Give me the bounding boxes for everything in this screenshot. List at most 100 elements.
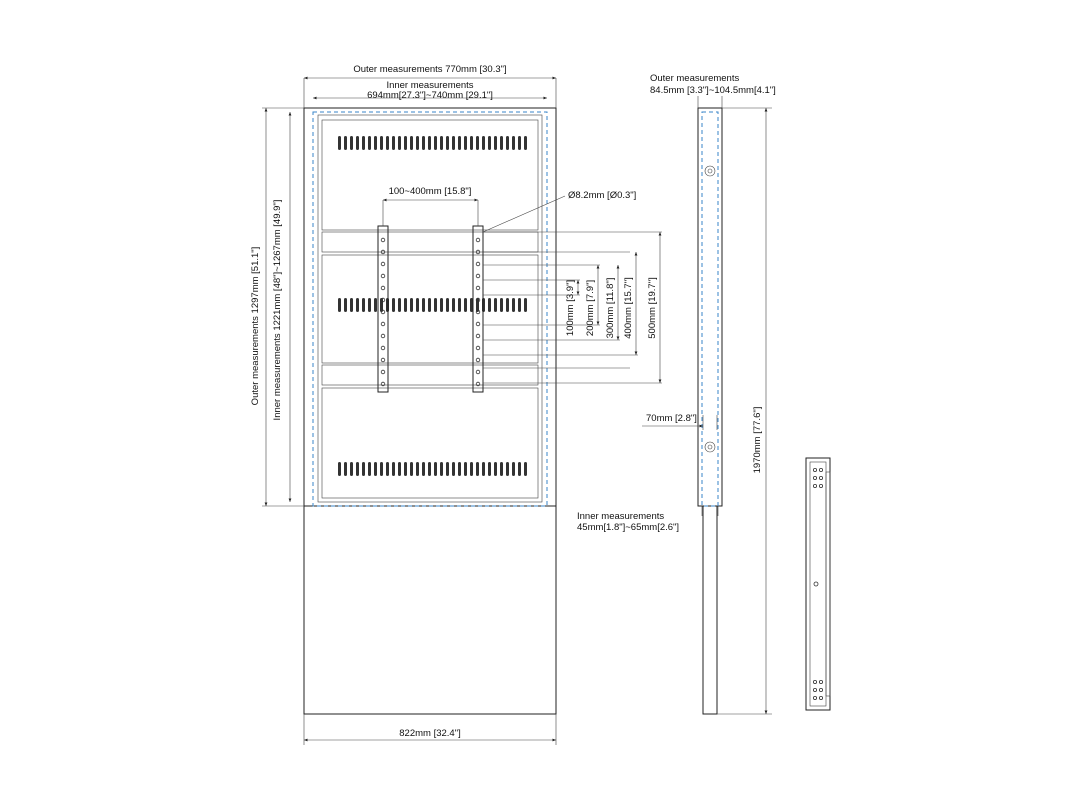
- vent-slot: [470, 136, 473, 150]
- vesa-300-label: 300mm [11.8"]: [605, 278, 616, 339]
- vent-slot: [422, 462, 425, 476]
- vent-slot: [512, 298, 515, 312]
- front-pedestal: [303, 505, 557, 715]
- side-70-label: 70mm [2.8"]: [646, 413, 697, 424]
- arm-hole: [475, 237, 481, 243]
- bracket-hole: [819, 483, 824, 488]
- vent-slot: [350, 136, 353, 150]
- vesa-500-label: 500mm [19.7"]: [647, 277, 658, 338]
- arm-hole: [380, 369, 386, 375]
- bracket-hole: [819, 680, 824, 685]
- vent-slot: [398, 136, 401, 150]
- front-inner-dashed-outline: [312, 111, 548, 507]
- vent-slot: [356, 136, 359, 150]
- vent-slot: [524, 298, 527, 312]
- vent-slot: [410, 462, 413, 476]
- bracket-hole: [819, 696, 824, 701]
- front-rail-bottom: [321, 364, 539, 386]
- vent-slot: [368, 462, 371, 476]
- vesa-100-label: 100mm [3.9"]: [565, 280, 576, 336]
- side-knob-bottom: [704, 441, 716, 453]
- vent-slot: [356, 298, 359, 312]
- side-outer-value: 84.5mm [3.3"]~104.5mm[4.1"]: [650, 85, 776, 96]
- vent-slot: [338, 136, 341, 150]
- vent-slot: [362, 298, 365, 312]
- vent-slot: [392, 298, 395, 312]
- vent-slot: [494, 462, 497, 476]
- vent-slot: [416, 136, 419, 150]
- arm-hole: [475, 285, 481, 291]
- front-view: Outer measurements 770mm [30.3"] Inner m…: [250, 64, 662, 745]
- arm-hole: [380, 333, 386, 339]
- vent-slot: [470, 462, 473, 476]
- vent-slot: [428, 298, 431, 312]
- side-inner-value: 45mm[1.8"]~65mm[2.6"]: [577, 522, 679, 533]
- vent-slot: [404, 136, 407, 150]
- vent-slot: [410, 136, 413, 150]
- vent-slot: [524, 136, 527, 150]
- vent-slot: [386, 462, 389, 476]
- vent-slot: [512, 462, 515, 476]
- vent-slot: [464, 136, 467, 150]
- vent-slot: [362, 462, 365, 476]
- vent-slot: [338, 298, 341, 312]
- vent-slot: [446, 298, 449, 312]
- vesa-horizontal-label: 100~400mm [15.8"]: [389, 186, 472, 197]
- vent-slot: [452, 298, 455, 312]
- arm-hole: [380, 345, 386, 351]
- bracket-hole: [813, 467, 818, 472]
- arm-hole: [475, 369, 481, 375]
- side-inner-dashed-outline: [701, 111, 719, 507]
- vent-slot: [470, 298, 473, 312]
- bracket-hole: [813, 696, 818, 701]
- arm-hole: [475, 357, 481, 363]
- vent-slot: [398, 462, 401, 476]
- vent-slot: [458, 298, 461, 312]
- arm-hole: [380, 309, 386, 315]
- vent-slot: [428, 462, 431, 476]
- vent-slot: [440, 462, 443, 476]
- vent-slot: [374, 462, 377, 476]
- arm-hole: [475, 333, 481, 339]
- vesa-vertical-dimension-lines: [483, 231, 662, 384]
- inner-width-value: 694mm[27.3"]~740mm [29.1"]: [367, 90, 493, 101]
- vent-slot: [344, 136, 347, 150]
- vesa-200-label: 200mm [7.9"]: [585, 280, 596, 336]
- bracket-hole: [819, 688, 824, 693]
- arm-hole: [475, 261, 481, 267]
- arm-hole: [475, 309, 481, 315]
- vent-slot: [416, 298, 419, 312]
- arm-hole: [475, 345, 481, 351]
- outer-height-label: Outer measurements 1297mm [51.1"]: [250, 247, 261, 406]
- vent-slot: [356, 462, 359, 476]
- vent-slot: [476, 462, 479, 476]
- vent-slot: [362, 136, 365, 150]
- arm-hole: [380, 297, 386, 303]
- vent-slot: [476, 136, 479, 150]
- vent-slot: [524, 462, 527, 476]
- arm-hole: [475, 249, 481, 255]
- vent-slot: [392, 136, 395, 150]
- vent-slot: [350, 462, 353, 476]
- vent-slot: [488, 136, 491, 150]
- vent-slot: [434, 462, 437, 476]
- vent-slot: [344, 298, 347, 312]
- vent-slot: [482, 462, 485, 476]
- bracket-hole: [819, 475, 824, 480]
- bracket-hole: [813, 680, 818, 685]
- vent-slot: [374, 136, 377, 150]
- side-pole: [702, 505, 718, 715]
- vent-slot: [344, 462, 347, 476]
- vent-slot: [458, 462, 461, 476]
- total-height-label: 1970mm [77.6"]: [752, 407, 763, 474]
- front-panel-bottom: [321, 387, 539, 499]
- inner-width-title: Inner measurements: [386, 80, 473, 91]
- vent-slot: [446, 136, 449, 150]
- vent-slot: [506, 462, 509, 476]
- vent-slot: [500, 298, 503, 312]
- vent-slot: [494, 298, 497, 312]
- front-panel-middle: [321, 254, 539, 364]
- arm-hole: [380, 261, 386, 267]
- vent-slot: [410, 298, 413, 312]
